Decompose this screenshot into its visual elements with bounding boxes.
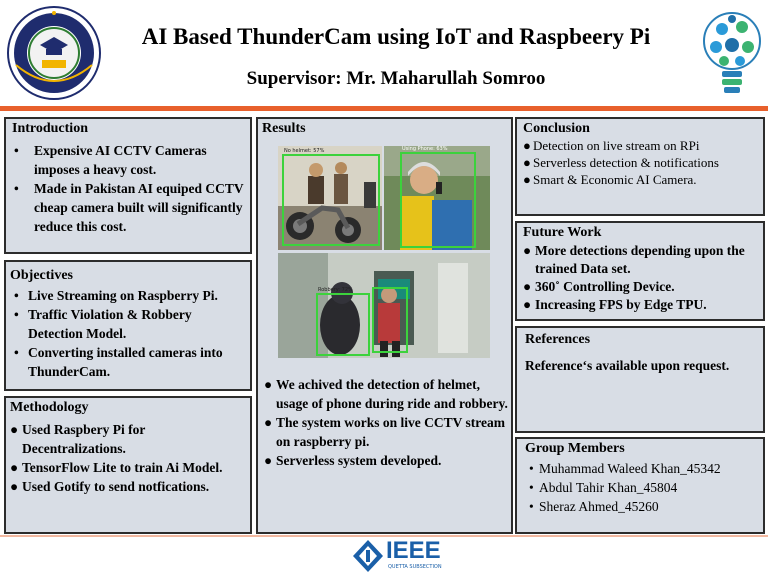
conclusion-item: ●Detection on live stream on RPi [523, 138, 700, 153]
result-image-robbery: Robbery: 72% [278, 253, 490, 358]
detection-box [282, 154, 380, 246]
group-member: •Sheraz Ahmed_45260 [529, 499, 659, 514]
results-item: ●The system works on live CCTV stream on… [264, 415, 505, 449]
results-item: ●We achived the detection of helmet, usa… [264, 377, 508, 411]
poster-title: AI Based ThunderCam using IoT and Raspbe… [141, 24, 651, 49]
university-logo [6, 5, 102, 101]
references-title: References [525, 332, 591, 347]
future-work-item: ●More detections depending upon the trai… [523, 243, 745, 276]
introduction-item: •Made in Pakistan AI equiped CCTV cheap … [14, 181, 244, 234]
future-work-item: ●360˚ Controlling Device. [523, 279, 675, 294]
objectives-title: Objectives [10, 268, 73, 283]
introduction-item: •Expensive AI CCTV Cameras imposes a hea… [14, 143, 207, 177]
group-members-title: Group Members [525, 441, 625, 456]
header-rule [0, 106, 768, 111]
result-image-phone: Using Phone: 63% [384, 146, 490, 250]
detection-box [400, 152, 476, 248]
conclusion-panel: Conclusion ●Detection on live stream on … [515, 117, 765, 216]
introduction-title: Introduction [12, 121, 88, 136]
objectives-item: •Traffic Violation & Robbery Detection M… [14, 307, 192, 341]
ieee-logo: IEEE QUETTA SUBSECTION [352, 538, 452, 574]
ieee-wordmark: IEEE [386, 537, 441, 564]
result-image-helmet: No helmet: 57% [278, 146, 382, 250]
supervisor-line: Supervisor: Mr. Maharullah Somroo [246, 68, 546, 89]
detection-label: Robbery: 72% [318, 287, 353, 293]
references-panel: References Reference‘s available upon re… [515, 326, 765, 433]
objectives-panel: Objectives •Live Streaming on Raspberry … [4, 260, 252, 391]
methodology-title: Methodology [10, 400, 89, 415]
future-work-item: ●Increasing FPS by Edge TPU. [523, 297, 707, 312]
conclusion-item: ●Smart & Economic AI Camera. [523, 172, 697, 187]
introduction-panel: Introduction •Expensive AI CCTV Cameras … [4, 117, 252, 254]
detection-box [316, 293, 370, 356]
methodology-item: ●TensorFlow Lite to train Ai Model. [10, 460, 223, 475]
lightbulb-tech-icon [700, 5, 764, 101]
references-text: Reference‘s available upon request. [525, 358, 730, 373]
methodology-item: ●Used Gotify to send notfications. [10, 479, 210, 494]
conclusion-item: ●Serverless detection & notifications [523, 155, 719, 170]
detection-label: No helmet: 57% [284, 148, 325, 154]
future-work-title: Future Work [523, 225, 602, 240]
conclusion-title: Conclusion [523, 121, 590, 136]
results-item: ●Serverless system developed. [264, 453, 442, 468]
footer-rule [0, 535, 768, 537]
methodology-panel: Methodology ●Used Raspbery Pi for Decent… [4, 396, 252, 534]
group-member: •Muhammad Waleed Khan_45342 [529, 461, 721, 476]
objectives-item: •Live Streaming on Raspberry Pi. [14, 288, 218, 303]
group-members-panel: Group Members •Muhammad Waleed Khan_4534… [515, 437, 765, 534]
detection-box [372, 287, 408, 353]
ieee-subsection: QUETTA SUBSECTION [388, 564, 442, 570]
objectives-item: •Converting installed cameras into Thund… [14, 345, 223, 379]
detection-label: Using Phone: 63% [402, 146, 448, 152]
group-member: •Abdul Tahir Khan_45804 [529, 480, 678, 495]
methodology-item: ●Used Raspbery Pi for Decentralizations. [10, 422, 146, 456]
future-work-panel: Future Work ●More detections depending u… [515, 221, 765, 321]
results-title: Results [262, 121, 306, 136]
